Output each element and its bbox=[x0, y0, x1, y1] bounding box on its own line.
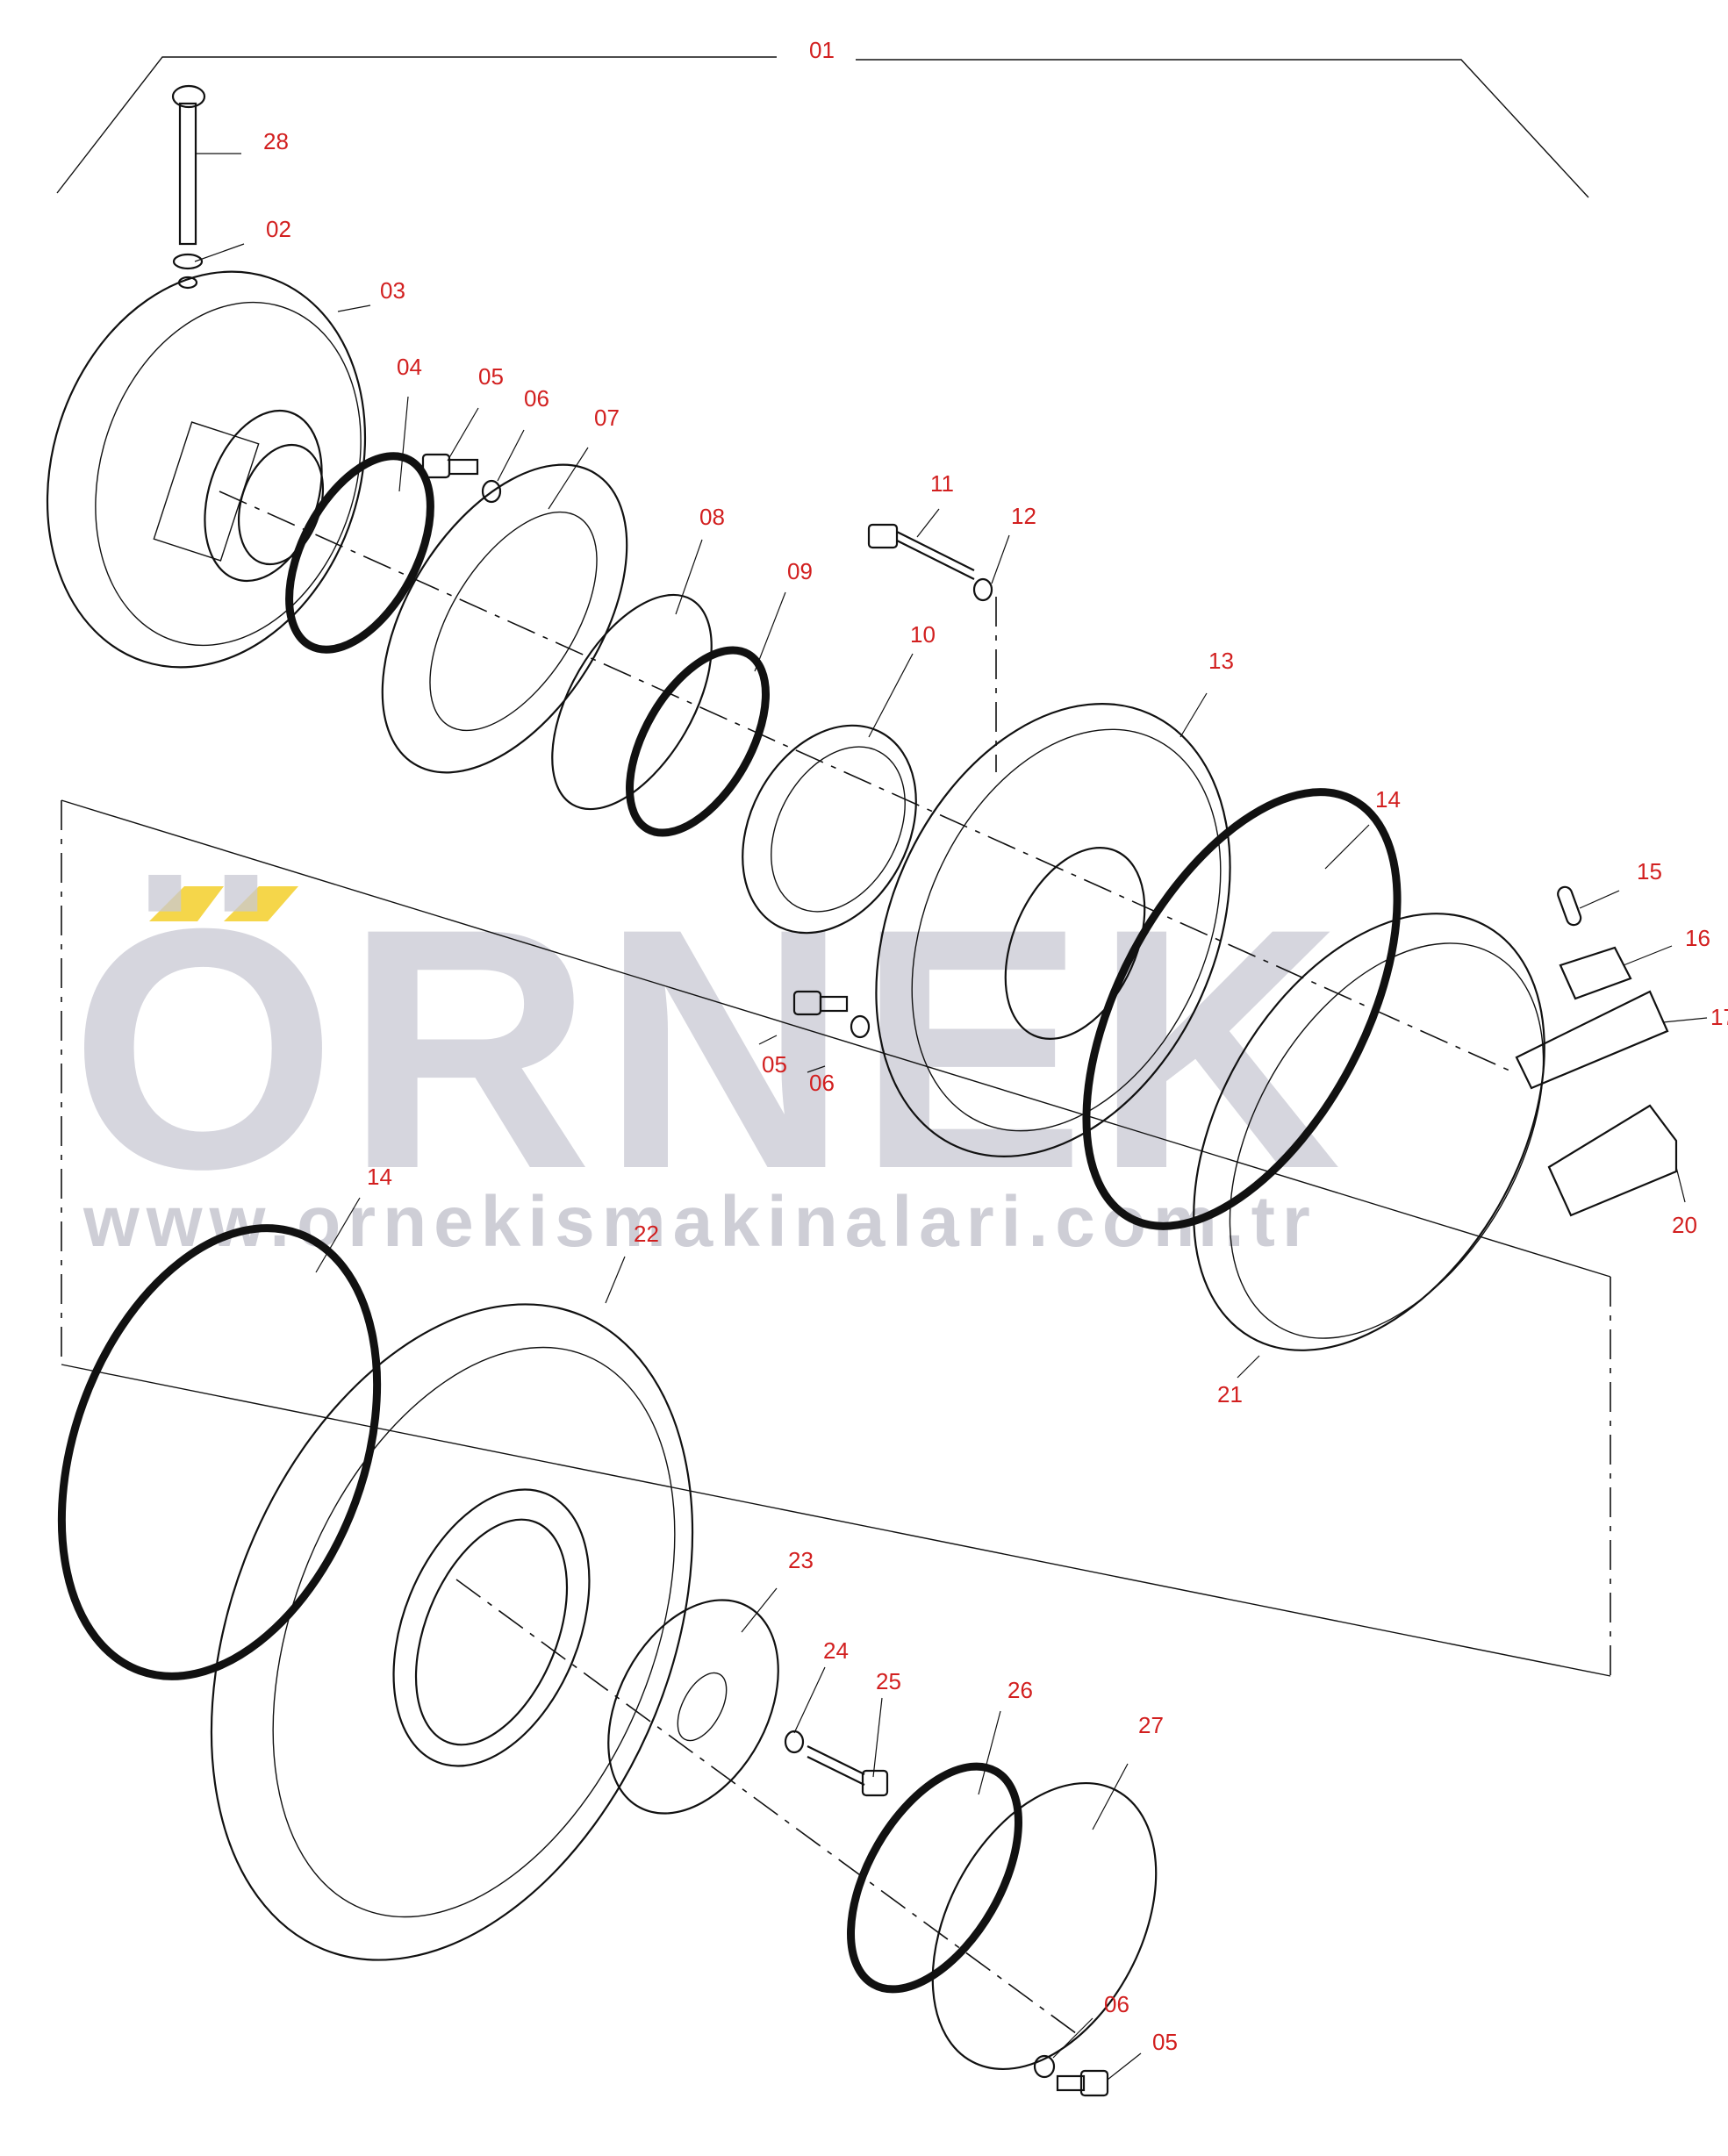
callout-23: 23 bbox=[788, 1547, 814, 1573]
watermark-accent-left bbox=[149, 886, 224, 921]
callout-06c: 06 bbox=[1104, 1991, 1129, 2017]
watermark-brand: ÖRNEK bbox=[70, 857, 1350, 1240]
callout-05b: 05 bbox=[762, 1051, 787, 1078]
part-09-ring bbox=[626, 646, 770, 837]
part-08-ring bbox=[551, 593, 713, 811]
part-05-06-bottom-bolt bbox=[1033, 2054, 1109, 2097]
part-07-flange bbox=[381, 463, 628, 774]
callout-11: 11 bbox=[930, 470, 954, 497]
callout-05c: 05 bbox=[1152, 2029, 1178, 2055]
callout-05a: 05 bbox=[478, 363, 504, 390]
part-24-25-bolt bbox=[784, 1730, 889, 1797]
callout-02: 02 bbox=[266, 216, 291, 242]
callout-14a: 14 bbox=[1375, 786, 1401, 813]
callout-22: 22 bbox=[634, 1221, 659, 1247]
callout-20: 20 bbox=[1672, 1212, 1697, 1238]
callout-27: 27 bbox=[1138, 1712, 1164, 1738]
callouts: 01 28 02 03 04 05 06 07 08 09 10 11 12 1… bbox=[263, 37, 1728, 2055]
callout-10: 10 bbox=[910, 621, 936, 648]
callout-25: 25 bbox=[876, 1668, 901, 1694]
callout-24: 24 bbox=[823, 1637, 849, 1664]
leader-lines bbox=[194, 153, 1708, 2081]
part-23-disc bbox=[607, 1599, 779, 1815]
callout-28: 28 bbox=[263, 128, 289, 154]
callout-16: 16 bbox=[1685, 925, 1710, 951]
callout-26: 26 bbox=[1007, 1677, 1033, 1703]
callout-09: 09 bbox=[787, 558, 813, 584]
watermark-accent-right bbox=[224, 886, 298, 921]
callout-13: 13 bbox=[1208, 648, 1234, 674]
part-05-06-top-bolt bbox=[421, 453, 502, 504]
part-26-ring bbox=[847, 1762, 1022, 1994]
callout-21: 21 bbox=[1217, 1381, 1243, 1407]
callout-01: 01 bbox=[809, 37, 835, 63]
callout-04: 04 bbox=[397, 354, 422, 380]
part-28-pin bbox=[171, 84, 206, 290]
part-21-drum bbox=[1193, 913, 1545, 1351]
callout-03: 03 bbox=[380, 277, 405, 304]
part-10-seal bbox=[742, 724, 917, 935]
part-14-lower-ring bbox=[57, 1224, 382, 1680]
callout-06b: 06 bbox=[809, 1070, 835, 1096]
assembly-bracket-01 bbox=[56, 56, 1589, 198]
part-22-housing bbox=[210, 1303, 694, 1961]
part-03-hub bbox=[46, 270, 367, 669]
callout-06a: 06 bbox=[524, 385, 549, 412]
callout-14b: 14 bbox=[367, 1164, 392, 1190]
part-15-16-17-20-brake bbox=[1515, 885, 1678, 1217]
part-04-ring bbox=[285, 452, 434, 654]
watermark: ÖRNEK www.ornekismakinalari.com.tr bbox=[70, 857, 1350, 1262]
part-11-12-bolt bbox=[867, 523, 993, 602]
axis-lines bbox=[219, 491, 1510, 2037]
callout-12: 12 bbox=[1011, 503, 1036, 529]
part-05-06-middle-bolt bbox=[792, 990, 871, 1039]
part-27-cover bbox=[931, 1781, 1158, 2071]
callout-07: 07 bbox=[594, 405, 620, 431]
part-13-disc bbox=[875, 703, 1231, 1157]
lower-frame bbox=[61, 799, 1611, 1677]
part-14-upper-ring bbox=[1082, 788, 1402, 1230]
callout-15: 15 bbox=[1637, 858, 1662, 885]
callout-17: 17 bbox=[1710, 1004, 1728, 1030]
callout-08: 08 bbox=[699, 504, 725, 530]
